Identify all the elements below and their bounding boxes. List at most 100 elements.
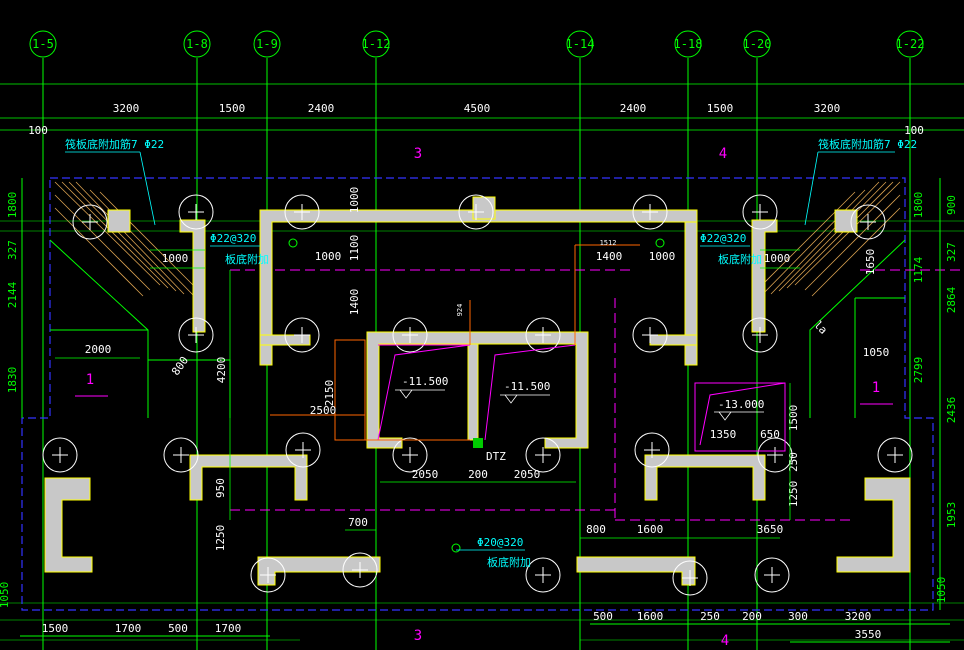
pile xyxy=(458,194,494,230)
dim-1000-r1: 1000 xyxy=(649,250,676,263)
bottom-right-dim-500: 500 xyxy=(593,610,613,623)
dim-250-vert: 250 xyxy=(787,452,800,472)
zone-outlines xyxy=(49,239,906,418)
dim-1000-l2: 1000 xyxy=(315,250,342,263)
bottom-dimensions: 1500 1700 500 1700 500 1600 250 200 300 … xyxy=(20,610,950,643)
top-dim-4: 4500 xyxy=(464,102,491,115)
pile xyxy=(632,194,668,230)
axis-bubble-1-8: 1-8 xyxy=(183,30,211,58)
bottom-right-dim-250: 250 xyxy=(700,610,720,623)
dim-2050-b: 2050 xyxy=(514,468,541,481)
pile xyxy=(163,437,199,473)
top-dim-6: 1500 xyxy=(707,102,734,115)
wall-upper-left xyxy=(259,209,698,366)
dim-1000-r2: 1000 xyxy=(764,252,791,265)
bottom-left-dim-1500: 1500 xyxy=(42,622,69,635)
dim-2150: 2150 xyxy=(323,380,336,407)
pile xyxy=(392,437,428,473)
dim-la: la xyxy=(811,318,830,337)
right-dim-2436: 2436 xyxy=(945,397,958,424)
inner-dimensions: 1000 1000 1000 1000 1400 1650 1050 2000 … xyxy=(85,187,890,552)
axis-label-1-5: 1-5 xyxy=(32,37,54,51)
elevations: -11.500 -11.500 -13.000 DTZ xyxy=(395,375,764,463)
right-dim-327: 327 xyxy=(945,242,958,262)
dim-1000-l1: 1000 xyxy=(162,252,189,265)
right-dimensions: 900 327 2864 2436 1953 1050 1800 1174 27… xyxy=(912,178,958,610)
pit-label-dtz: DTZ xyxy=(486,450,506,463)
wall-lower-right xyxy=(644,454,766,501)
rebar-top-right: Φ22@320 xyxy=(700,232,746,245)
axis-label-1-18: 1-18 xyxy=(674,37,703,51)
pile xyxy=(250,557,286,593)
pile xyxy=(525,317,561,353)
dim-1512: 1512 xyxy=(600,239,617,247)
left-dim-1830: 1830 xyxy=(6,367,19,394)
top-dim-2: 1500 xyxy=(219,102,246,115)
corner-hatch-left xyxy=(54,181,201,299)
pile xyxy=(757,437,793,473)
dim-1100-vert: 1100 xyxy=(348,235,361,262)
axis-bubble-1-20: 1-20 xyxy=(743,30,771,58)
top-dimension-chain: 3200 1500 2400 4500 2400 1500 3200 100 1… xyxy=(28,102,924,137)
pile xyxy=(178,194,214,230)
pile xyxy=(342,552,378,588)
dim-1000-vert: 1000 xyxy=(348,187,361,214)
bottom-right-dim-3200: 3200 xyxy=(845,610,872,623)
zone-labels: 3 4 1 1 3 4 xyxy=(86,146,880,649)
zone-label-1-right: 1 xyxy=(872,380,880,396)
wall-lower-left xyxy=(189,454,308,501)
axis-bubble-1-9: 1-9 xyxy=(253,30,281,58)
rebar-corner-right: 筏板底附加筋7 Φ22 xyxy=(818,137,917,151)
right-dim-900: 900 xyxy=(945,195,958,215)
wall-left-column xyxy=(179,219,206,333)
right-dim-2864: 2864 xyxy=(945,286,958,313)
dim-924: 924 xyxy=(456,304,464,317)
pile xyxy=(285,432,321,468)
right-inner-dim-1800: 1800 xyxy=(912,192,925,219)
dim-4200: 4200 xyxy=(215,357,228,384)
pile xyxy=(525,437,561,473)
pile xyxy=(754,557,790,593)
wall-bottom-mid-right xyxy=(576,556,696,586)
left-dim-2144: 2144 xyxy=(6,281,19,308)
wall-right-column xyxy=(751,219,778,333)
dim-200: 200 xyxy=(468,468,488,481)
pile xyxy=(742,194,778,230)
pile xyxy=(284,194,320,230)
edge-dim-right: 100 xyxy=(904,124,924,137)
right-dim-1050: 1050 xyxy=(935,577,948,604)
pile xyxy=(72,204,108,240)
elevation-1: -11.500 xyxy=(402,375,448,388)
axis-bubble-1-14: 1-14 xyxy=(566,30,594,58)
top-dim-1: 3200 xyxy=(113,102,140,115)
rebar-raft-left: 板底附加 xyxy=(225,252,269,266)
bottom-right-dim-200: 200 xyxy=(742,610,762,623)
dim-700: 700 xyxy=(348,516,368,529)
left-dimensions: 1800 327 2144 1830 1050 xyxy=(0,178,23,608)
pile xyxy=(42,437,78,473)
dim-1400-vert: 1400 xyxy=(348,289,361,316)
dim-800: 800 xyxy=(586,523,606,536)
dim-1650: 1650 xyxy=(864,249,877,276)
right-inner-dim-1174: 1174 xyxy=(912,256,925,283)
wall-bottom-right-bracket xyxy=(836,477,911,573)
zone-label-4-top: 4 xyxy=(719,146,727,162)
axis-bubble-1-5: 1-5 xyxy=(29,30,57,58)
dim-1500-vert: 1500 xyxy=(787,405,800,432)
pile xyxy=(850,204,886,240)
axis-label-1-22: 1-22 xyxy=(896,37,925,51)
dim-800-diag: 800 xyxy=(169,354,191,378)
dim-3650: 3650 xyxy=(757,523,784,536)
elevation-3: -13.000 xyxy=(718,398,764,411)
dim-650: 650 xyxy=(760,428,780,441)
zone-label-3-bottom: 3 xyxy=(414,628,422,644)
dim-1250-b: 1250 xyxy=(787,481,800,508)
right-dim-1953: 1953 xyxy=(945,502,958,529)
corner-hatch-right xyxy=(754,181,901,299)
magenta-zones xyxy=(230,269,960,521)
dim-2500: 2500 xyxy=(310,404,337,417)
wall-bottom-left-bracket xyxy=(44,477,93,573)
axis-bubble-1-18: 1-18 xyxy=(674,30,703,58)
left-dim-327: 327 xyxy=(6,240,19,260)
